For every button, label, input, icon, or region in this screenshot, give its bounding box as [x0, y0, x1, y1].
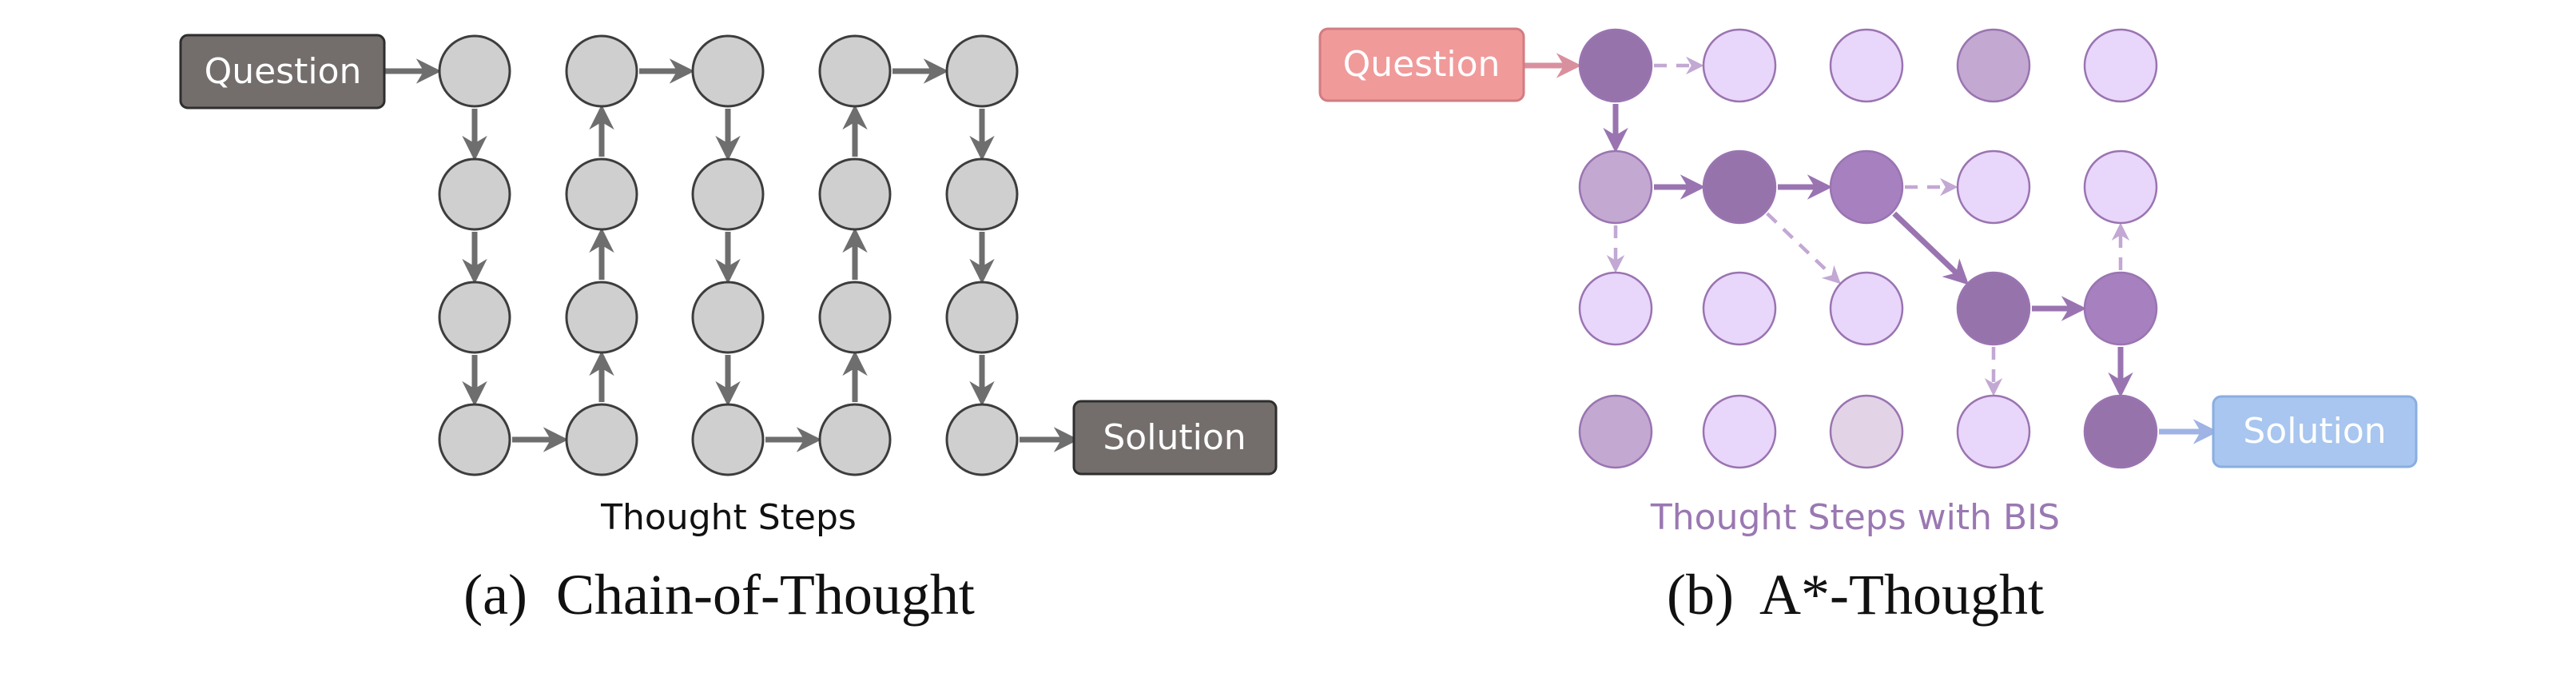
cot-thought-node [565, 157, 638, 231]
cot-thought-node [945, 281, 1019, 354]
cot-thought-node [438, 157, 511, 231]
astar-thought-node [1956, 28, 2031, 103]
cot-thought-node [691, 403, 765, 476]
cot-caption: (a) Chain-of-Thought [463, 563, 975, 627]
astar-solution-box: Solution [2212, 395, 2418, 468]
cot-thought-node [438, 34, 511, 108]
astar-thought-node [1702, 271, 1777, 346]
cot-question-box: Question [179, 34, 386, 110]
astar-thought-node [1829, 149, 1904, 225]
astar-edge [1892, 211, 1970, 285]
astar-thought-node [1956, 271, 2031, 346]
cot-thought-node [565, 403, 638, 476]
astar-thought-node [1578, 149, 1653, 225]
astar-thought-node [1702, 394, 1777, 469]
cot-thought-node [691, 281, 765, 354]
astar-thought-node [1702, 149, 1777, 225]
astar-solution-label: Solution [2243, 411, 2386, 452]
astar-thought-node [1829, 28, 1904, 103]
cot-nodes [438, 34, 1019, 476]
cot-thought-node [438, 281, 511, 354]
astar-dashed-edge [1766, 212, 1841, 285]
cot-solution-label: Solution [1103, 417, 1246, 458]
astar-thought-node [1578, 28, 1653, 103]
astar-thought-node [2083, 394, 2158, 469]
astar-thought-node [1578, 394, 1653, 469]
cot-thought-node [565, 281, 638, 354]
cot-thought-node [438, 403, 511, 476]
panel-a-star-thought: Question Solution Thought Steps with BIS… [1318, 27, 2418, 627]
cot-steps-label: Thought Steps [600, 497, 857, 538]
astar-nodes [1578, 28, 2158, 469]
astar-thought-node [1578, 271, 1653, 346]
cot-thought-node [945, 34, 1019, 108]
panel-chain-of-thought: Question Solution Thought Steps (a) Chai… [179, 34, 1278, 627]
cot-thought-node [565, 34, 638, 108]
cot-edges [384, 58, 1079, 452]
astar-thought-node [2083, 149, 2158, 225]
astar-thought-node [2083, 271, 2158, 346]
astar-caption: (b) A*-Thought [1667, 563, 2044, 627]
cot-thought-node [818, 34, 892, 108]
astar-thought-node [1829, 394, 1904, 469]
cot-thought-node [818, 281, 892, 354]
astar-steps-label: Thought Steps with BIS [1650, 497, 2060, 538]
cot-thought-node [818, 403, 892, 476]
cot-thought-node [818, 157, 892, 231]
cot-thought-node [945, 157, 1019, 231]
cot-question-label: Question [205, 51, 362, 92]
astar-thought-node [1956, 149, 2031, 225]
cot-thought-node [691, 157, 765, 231]
astar-thought-node [1702, 28, 1777, 103]
cot-thought-node [945, 403, 1019, 476]
astar-thought-node [1956, 394, 2031, 469]
astar-question-label: Question [1343, 44, 1501, 85]
astar-thought-node [1829, 271, 1904, 346]
astar-question-box: Question [1318, 27, 1525, 102]
astar-edges [1524, 53, 2219, 444]
cot-solution-box: Solution [1072, 400, 1278, 476]
astar-thought-node [2083, 28, 2158, 103]
cot-thought-node [691, 34, 765, 108]
